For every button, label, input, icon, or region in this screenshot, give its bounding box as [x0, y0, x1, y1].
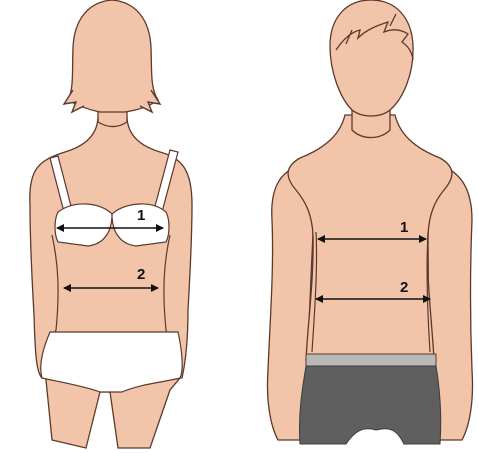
male-head	[330, 0, 413, 116]
female-head	[68, 0, 158, 112]
male-measure-2-label: 2	[400, 279, 408, 296]
male-trunks	[299, 354, 440, 444]
female-measure-1-label: 1	[137, 207, 145, 224]
female-figure: 1 2	[30, 0, 192, 448]
trunks-waistband	[306, 354, 436, 366]
male-figure: 1 2	[267, 0, 472, 444]
trunks-body	[299, 366, 440, 444]
female-measure-2-label: 2	[137, 266, 145, 283]
male-measure-1-label: 1	[400, 219, 408, 236]
bra-cup-left	[55, 204, 112, 246]
